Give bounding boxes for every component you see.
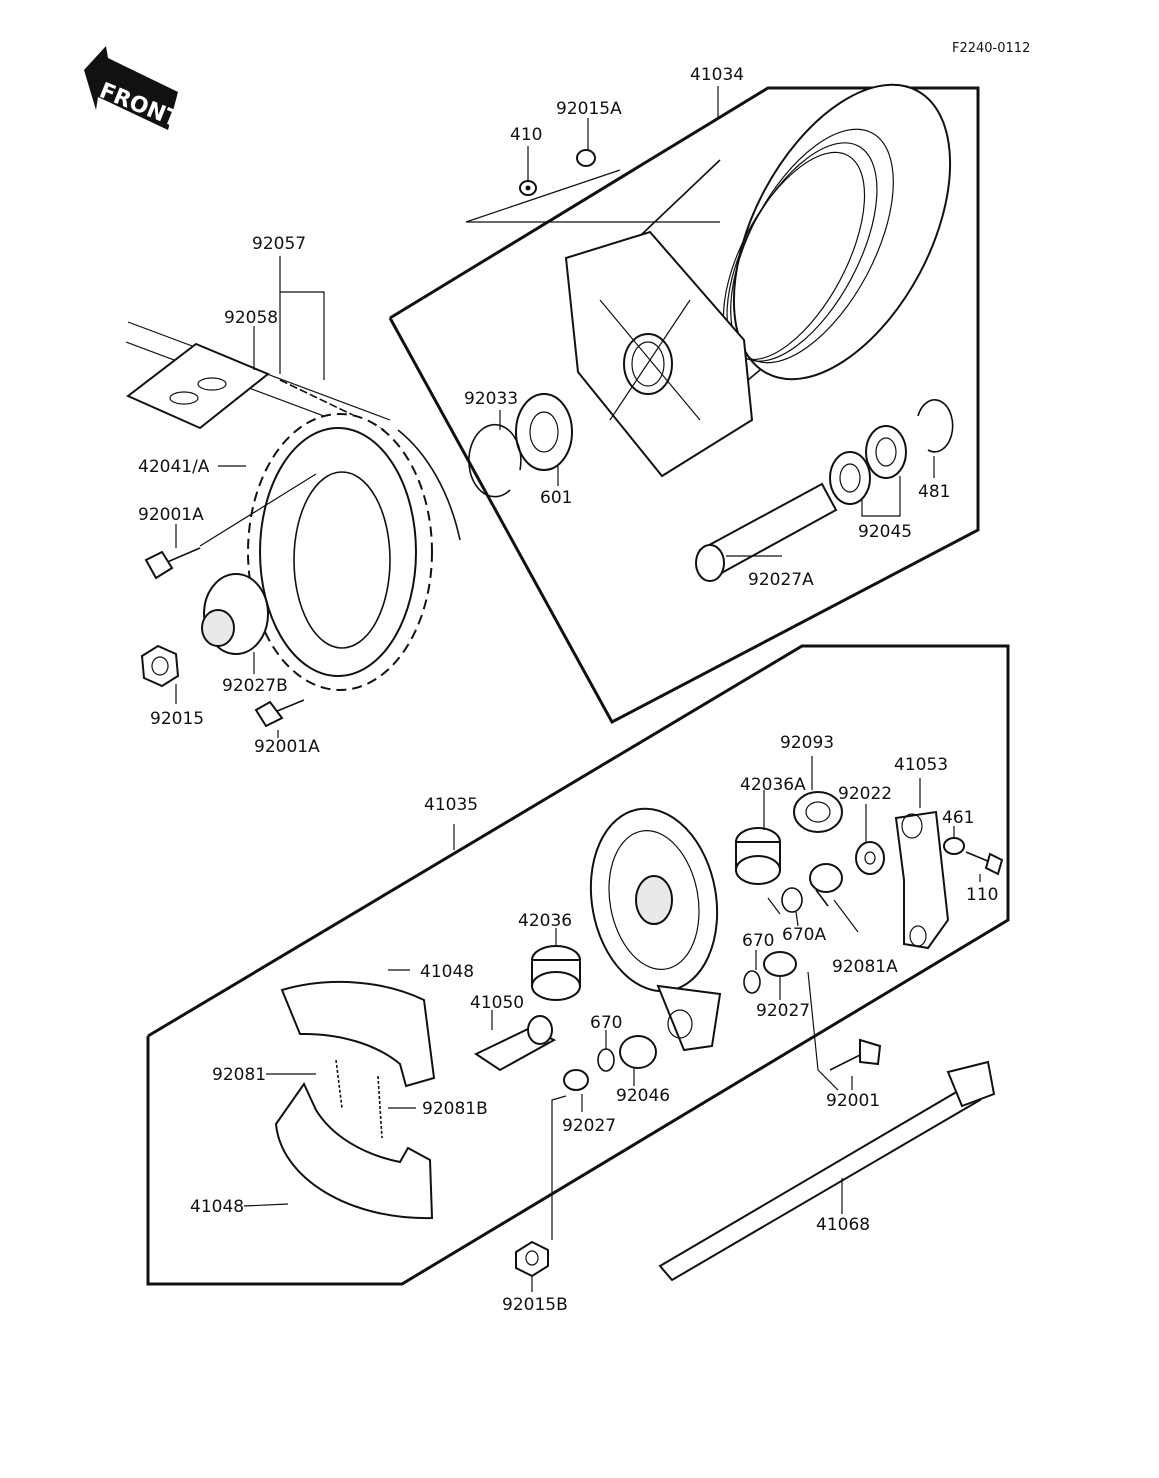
label-92015: 92015 [150,709,204,729]
bushing-42036A [735,827,781,885]
washer-410 [519,180,537,196]
label-92001: 92001 [826,1091,880,1111]
label-42041A: 42041/A [138,457,210,477]
label-601: 601 [540,488,572,508]
label-410: 410 [510,125,542,145]
bearing-601 [515,393,573,471]
seal-92093 [793,791,843,833]
label-92027B: 92027B [222,676,288,696]
bushing-92027-right [763,951,797,977]
rear-hub [564,83,952,478]
label-41048-top: 41048 [420,962,474,982]
brake-panel [589,807,722,1052]
label-41050: 41050 [470,993,524,1013]
cam-shaft-41050 [473,1015,557,1072]
brake-assembly-outline [146,644,1010,1286]
label-110: 110 [966,885,998,905]
label-92015A: 92015A [556,99,622,119]
bushing-92027-mid [563,1069,589,1091]
label-92033: 92033 [464,389,518,409]
label-92001A-top: 92001A [138,505,204,525]
label-670-right: 670 [742,931,774,951]
brake-shoe-41048-top [280,980,436,1088]
collar-92027A [695,482,838,582]
label-92057: 92057 [252,234,306,254]
bushing-42036 [531,945,581,1001]
label-41035: 41035 [424,795,478,815]
label-92093: 92093 [780,733,834,753]
o-ring-670A [781,887,803,913]
bearing-92045-a [829,451,871,505]
master-link-92058 [126,342,270,430]
circlip-92033 [468,423,522,498]
leader-lines [175,86,981,1292]
label-92081: 92081 [212,1065,266,1085]
label-92027A: 92027A [748,570,814,590]
label-41034: 41034 [690,65,744,85]
label-92045: 92045 [858,522,912,542]
label-92027-right: 92027 [756,1001,810,1021]
spring-92081 [335,1059,343,1109]
label-41048-bottom: 41048 [190,1197,244,1217]
bolt-92001A-top [144,547,201,580]
spring-92081B [377,1075,383,1139]
o-ring-670-mid [597,1048,615,1072]
nut-92015A [576,149,596,167]
axle-41068 [658,1060,996,1282]
spring-92081A [809,863,843,907]
bolt-92001 [829,1038,882,1071]
label-41053: 41053 [894,755,948,775]
label-41068: 41068 [816,1215,870,1235]
o-ring-670-right [743,970,761,994]
label-481: 481 [918,482,950,502]
circlip-481 [917,399,954,453]
bushing-92046 [619,1035,657,1069]
bolt-110 [965,851,1004,876]
label-670-mid: 670 [590,1013,622,1033]
label-42036A: 42036A [740,775,806,795]
hub-assembly-outline [388,86,980,725]
nut-92015 [140,644,180,688]
label-670A: 670A [782,925,826,945]
nut-92015B [515,1240,549,1278]
front-arrow-icon: FRONT [84,46,183,133]
bearing-92045-b [865,425,907,479]
torque-link-41053 [894,810,950,950]
label-42036: 42036 [518,911,572,931]
label-92015B: 92015B [502,1295,568,1315]
washer-461 [943,837,965,855]
sprocket-42041 [247,413,461,691]
collar-92027B [201,573,269,655]
part-labels: 41034 92015A 410 92057 92058 92033 601 4… [138,65,998,1315]
label-92081A: 92081A [832,957,898,977]
label-92027-mid: 92027 [562,1116,616,1136]
diagram-code: F2240-0112 [952,41,1030,56]
label-461: 461 [942,808,974,828]
label-92081B: 92081B [422,1099,488,1119]
label-92022: 92022 [838,784,892,804]
label-92001A-bottom: 92001A [254,737,320,757]
washer-92022 [855,841,885,875]
brake-shoe-41048-bottom [274,1082,434,1220]
label-92058: 92058 [224,308,278,328]
label-92046: 92046 [616,1086,670,1106]
bolt-92001A-bottom [254,699,305,728]
